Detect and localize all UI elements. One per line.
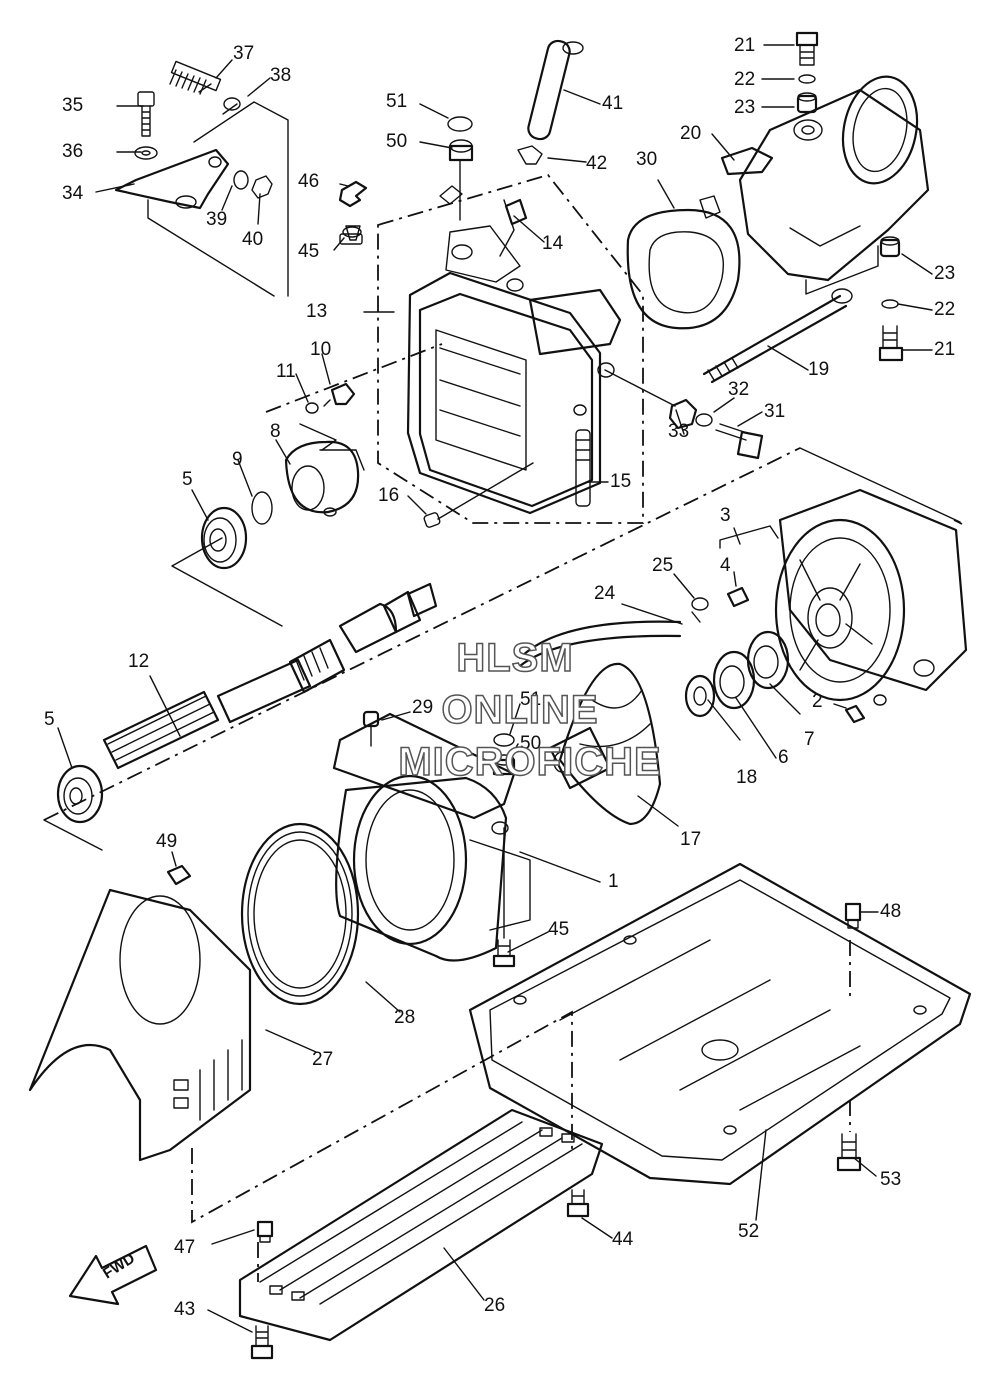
callout-51-upper: 51 <box>386 91 408 112</box>
impeller-housing <box>719 488 968 706</box>
callout-1: 1 <box>608 871 619 892</box>
callout-33: 33 <box>668 421 690 442</box>
callout-40: 40 <box>242 229 264 250</box>
callout-2: 2 <box>812 691 823 712</box>
callout-17: 17 <box>680 829 702 850</box>
callout-36: 36 <box>62 141 84 162</box>
callout-6: 6 <box>778 747 789 768</box>
callout-13: 13 <box>306 301 328 322</box>
callout-25: 25 <box>652 555 674 576</box>
seal-ring <box>240 822 360 1006</box>
callout-28: 28 <box>394 1007 416 1028</box>
intake-duct-group <box>332 710 531 962</box>
callout-5-lower: 5 <box>44 709 55 730</box>
callout-38: 38 <box>270 65 292 86</box>
bearing-cover-group <box>251 382 365 525</box>
jet-nozzle-group <box>338 173 676 528</box>
callout-9: 9 <box>232 449 243 470</box>
callout-46: 46 <box>298 171 320 192</box>
callout-10: 10 <box>310 339 332 360</box>
hose-group <box>518 586 750 668</box>
bearing-upper <box>171 506 283 627</box>
callout-43: 43 <box>174 1299 196 1320</box>
assembly-axis-lines <box>43 343 963 1282</box>
callout-23-upper: 23 <box>734 97 756 118</box>
callout-15: 15 <box>610 471 632 492</box>
watermark-line-2: ONLINE <box>441 687 599 733</box>
cable-rod-group <box>447 39 584 221</box>
steering-nozzle-group <box>626 75 930 330</box>
callout-8: 8 <box>270 421 281 442</box>
callout-37: 37 <box>233 43 255 64</box>
callout-47: 47 <box>174 1237 196 1258</box>
callout-44: 44 <box>612 1229 634 1250</box>
callout-18: 18 <box>736 767 758 788</box>
callout-48: 48 <box>880 901 902 922</box>
callout-50-lower: 50 <box>520 733 542 754</box>
callout-51-lower: 51 <box>520 689 542 710</box>
callout-29: 29 <box>412 697 434 718</box>
callout-12: 12 <box>128 651 150 672</box>
callout-30: 30 <box>636 149 658 170</box>
callout-52: 52 <box>738 1221 760 1242</box>
callout-42: 42 <box>586 153 608 174</box>
callout-16: 16 <box>378 485 400 506</box>
callout-49: 49 <box>156 831 178 852</box>
watermark-line-3: MICROFICHE <box>398 739 662 785</box>
callout-20: 20 <box>680 123 702 144</box>
callout-45-upper: 45 <box>298 241 320 262</box>
callout-32: 32 <box>728 379 750 400</box>
callout-21-lower: 21 <box>934 339 956 360</box>
callout-27: 27 <box>312 1049 334 1070</box>
callout-3: 3 <box>720 505 731 526</box>
nozzle-fastener-group <box>795 31 904 362</box>
callout-23-lower: 23 <box>934 263 956 284</box>
intake-grate <box>238 1108 604 1342</box>
bolt-group <box>166 864 862 1360</box>
callout-14: 14 <box>542 233 564 254</box>
callout-35: 35 <box>62 95 84 116</box>
drive-shaft <box>102 582 438 770</box>
callout-7: 7 <box>804 729 815 750</box>
stud-group <box>668 288 853 460</box>
callout-50-upper: 50 <box>386 131 408 152</box>
callout-34: 34 <box>62 183 84 204</box>
callout-22-lower: 22 <box>934 299 956 320</box>
callout-26: 26 <box>484 1295 506 1316</box>
callout-4: 4 <box>720 555 731 576</box>
watermark-line-1: HLSM <box>456 635 574 681</box>
callout-41: 41 <box>602 93 624 114</box>
callout-53: 53 <box>880 1169 902 1190</box>
callout-19: 19 <box>808 359 830 380</box>
ride-plate <box>468 862 972 1186</box>
callout-31: 31 <box>764 401 786 422</box>
forward-arrow-icon <box>68 1244 158 1306</box>
callout-22-upper: 22 <box>734 69 756 90</box>
callout-24: 24 <box>594 583 616 604</box>
bearing-lower <box>56 764 104 824</box>
callout-5-upper: 5 <box>182 469 193 490</box>
impeller-group <box>548 630 866 826</box>
callout-11: 11 <box>276 361 296 382</box>
callout-45-lower: 45 <box>548 919 570 940</box>
mount-bracket-group <box>114 60 289 297</box>
ride-plate-bracket <box>28 888 252 1162</box>
callout-39: 39 <box>206 209 228 230</box>
callout-leader-lines <box>57 44 933 1333</box>
callout-21-upper: 21 <box>734 35 756 56</box>
